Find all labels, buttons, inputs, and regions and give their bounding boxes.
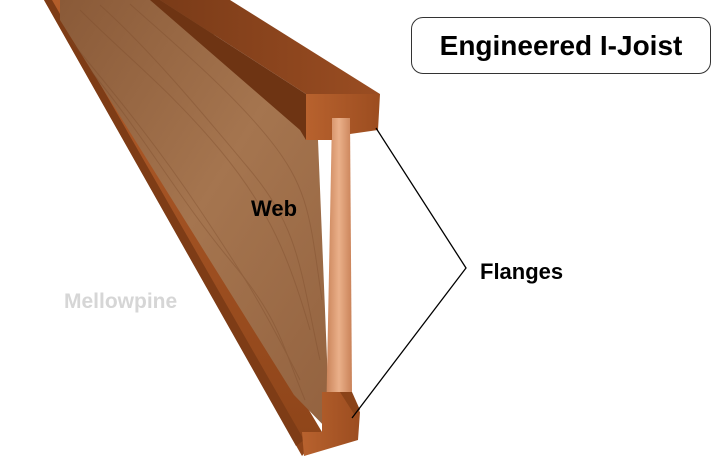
bottom-flange-end-top bbox=[340, 392, 360, 414]
flanges-leader-line bbox=[351, 127, 467, 419]
web-label: Web bbox=[251, 196, 298, 221]
title-box: Engineered I-Joist bbox=[411, 17, 711, 74]
web-grain bbox=[69, 3, 323, 401]
page-title: Engineered I-Joist bbox=[439, 29, 683, 61]
bottom-flange-end bbox=[302, 392, 360, 456]
top-flange-top bbox=[160, 0, 380, 94]
bottom-flange-top bbox=[44, 0, 304, 446]
web-panel bbox=[60, 0, 330, 432]
flanges-label: Flanges bbox=[480, 259, 564, 284]
top-flange-end bbox=[306, 94, 380, 140]
web-end-edge bbox=[326, 118, 352, 425]
watermark-text: Mellowpine bbox=[64, 290, 178, 313]
